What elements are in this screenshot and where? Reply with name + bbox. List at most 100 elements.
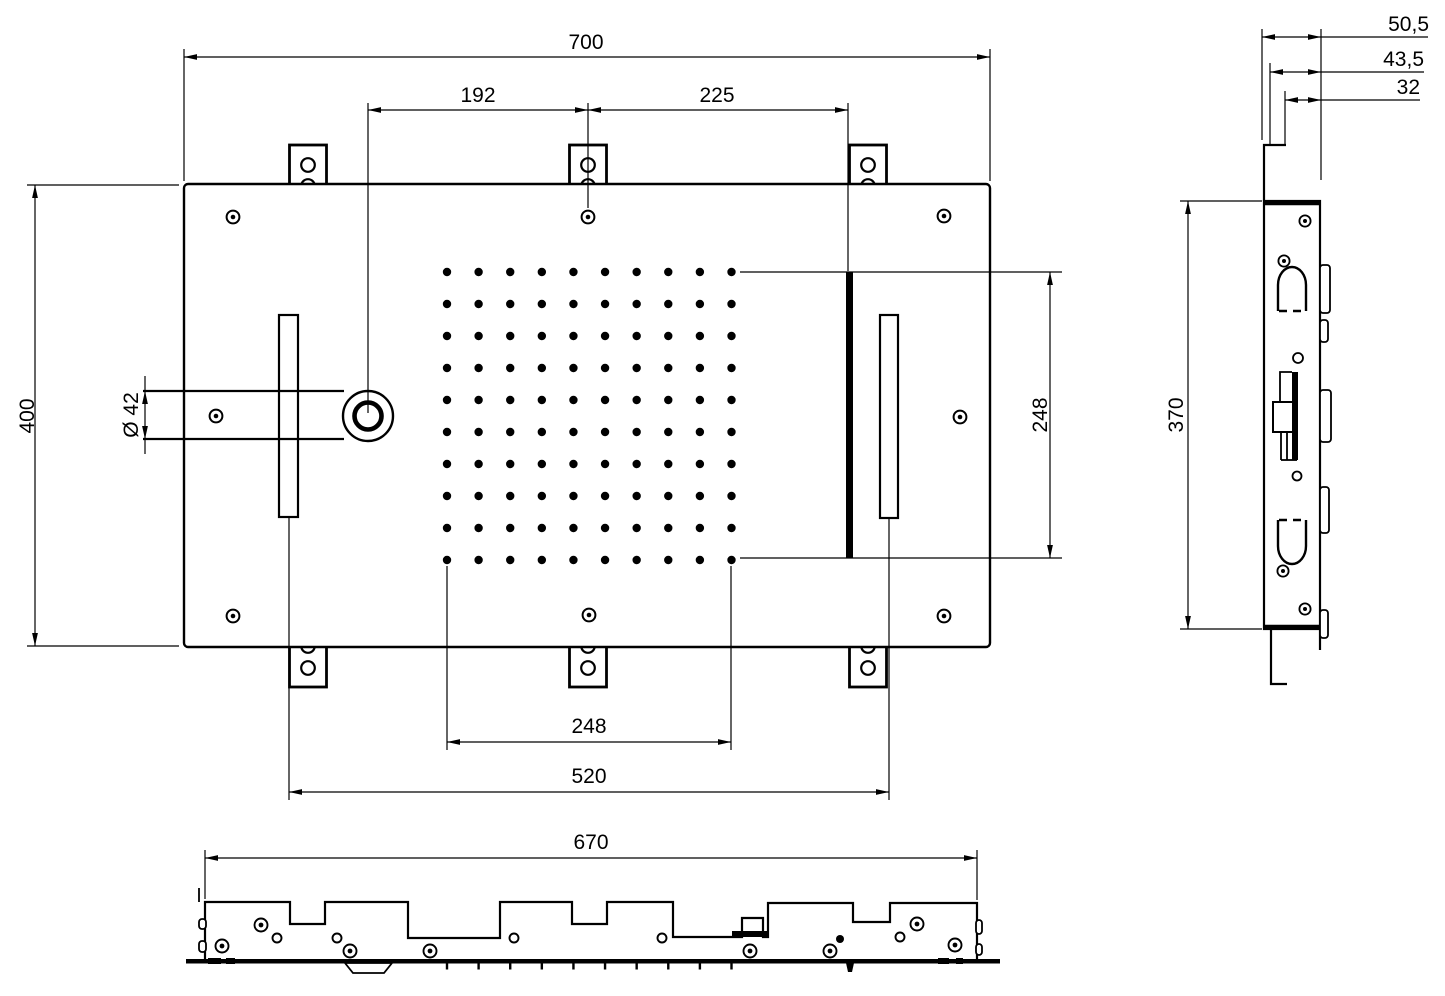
spray-nozzle-dot — [537, 331, 547, 341]
spray-nozzle-dot — [695, 331, 705, 341]
dim-label-inlet-diameter: Ø 42 — [120, 392, 143, 438]
side-screw-dot — [1282, 259, 1286, 263]
spray-nozzle-dot — [600, 491, 610, 501]
spray-nozzle-dot — [727, 395, 736, 405]
screw-target-dot — [213, 413, 219, 419]
dimension-arrowhead — [205, 855, 218, 861]
spray-nozzle-dot — [632, 363, 641, 373]
spray-nozzle-dot — [727, 555, 736, 565]
spray-nozzle-dot — [442, 523, 452, 533]
keyhole-slot-top — [1276, 265, 1308, 311]
spray-nozzle-dot — [695, 491, 705, 501]
top-hook-bracket — [1262, 143, 1286, 201]
spray-nozzle-dot — [695, 459, 705, 469]
spray-nozzle-dot — [632, 523, 641, 533]
spray-nozzle-dot — [569, 555, 578, 565]
plan-view — [143, 143, 992, 689]
spray-nozzle-dot — [537, 427, 547, 437]
dimension-annotations: 700 192 225 400 Ø 42 248 248 520 670 370… — [16, 13, 1429, 900]
spray-nozzle-dot — [506, 555, 515, 565]
nozzle-tick — [603, 963, 607, 970]
spray-nozzle-dot — [664, 363, 673, 373]
spray-nozzle-dot — [600, 331, 610, 341]
frame-right-bump-1 — [975, 919, 983, 935]
spray-nozzle-dot — [569, 363, 578, 373]
spray-nozzle-dot — [632, 395, 641, 405]
spray-nozzle-dot — [600, 299, 610, 309]
spray-nozzle-dot — [695, 555, 705, 565]
spray-nozzle-dot — [727, 491, 736, 501]
spray-nozzle-dot — [569, 331, 578, 341]
frame-left-bump-1 — [198, 918, 207, 930]
spray-nozzle-dot — [569, 523, 578, 533]
dimension-arrowhead — [289, 789, 302, 795]
screw-target-dot — [585, 214, 591, 220]
dimension-arrowhead — [32, 185, 38, 198]
spray-nozzle-dot — [569, 491, 578, 501]
spray-nozzle-dot — [569, 459, 578, 469]
frame-bracket-profile — [203, 900, 979, 959]
spray-nozzle-dot — [600, 459, 610, 469]
bracket-hole — [331, 932, 343, 944]
screw-target-dot — [230, 613, 236, 619]
spray-nozzle-dot — [695, 427, 705, 437]
dimension-arrowhead — [1047, 545, 1053, 558]
screw-target-dot — [586, 612, 592, 618]
tab-hole — [860, 157, 876, 173]
nozzle-tick — [572, 963, 575, 970]
spray-nozzle-dot — [600, 395, 610, 405]
side-screw-dot — [1303, 219, 1307, 223]
spray-nozzle-grid — [442, 267, 736, 565]
spray-nozzle-dot — [727, 331, 736, 341]
spray-nozzle-dot — [474, 523, 483, 533]
bracket-hole — [271, 932, 283, 944]
spray-nozzle-dot — [537, 459, 547, 469]
spray-nozzle-dot — [474, 459, 483, 469]
spray-nozzle-dot — [664, 299, 673, 309]
spray-nozzle-dot — [632, 459, 641, 469]
spray-nozzle-dot — [442, 267, 452, 277]
spray-nozzle-dot — [442, 491, 452, 501]
rivet-dot — [219, 943, 225, 949]
spray-nozzle-dot — [664, 491, 673, 501]
spray-nozzle-dot — [506, 459, 515, 469]
plate-dash — [956, 958, 963, 964]
side-rail-segment — [1319, 486, 1330, 534]
dimension-arrowhead — [1262, 34, 1275, 40]
dimension-arrowhead — [1270, 69, 1283, 75]
spray-nozzle-dot — [727, 427, 736, 437]
spray-nozzle-dot — [569, 395, 578, 405]
nozzle-tick — [667, 963, 670, 970]
spray-nozzle-dot — [474, 427, 483, 437]
bracket-hole — [894, 931, 906, 943]
side-elbow-box — [1272, 401, 1294, 433]
rivet-dot — [747, 948, 753, 954]
dimension-lines — [34, 36, 1428, 859]
spray-nozzle-dot — [537, 555, 547, 565]
spray-nozzle-dot — [474, 267, 483, 277]
spray-nozzle-dot — [506, 331, 515, 341]
nozzle-tick — [509, 963, 512, 970]
dim-label-spray-width: 248 — [571, 715, 606, 738]
spray-nozzle-dot — [537, 299, 547, 309]
spray-nozzle-dot — [442, 363, 452, 373]
dim-label-diverter-offset: 225 — [699, 84, 734, 107]
spray-nozzle-dot — [632, 427, 641, 437]
screw-target-dot — [230, 214, 236, 220]
dim-label-depth-total: 50,5 — [1388, 13, 1429, 36]
spray-nozzle-dot — [442, 331, 452, 341]
dimension-arrowhead — [718, 739, 731, 745]
dim-label-depth-mid: 43,5 — [1383, 48, 1424, 71]
spray-nozzle-dot — [442, 299, 452, 309]
dim-label-side-height: 370 — [1165, 397, 1188, 432]
bottom-view — [186, 888, 1000, 974]
plate-dash — [226, 958, 235, 964]
spray-nozzle-dot — [727, 299, 736, 309]
spray-nozzle-dot — [695, 267, 705, 277]
nozzle-tick — [730, 963, 733, 970]
side-hole — [1291, 470, 1303, 482]
spray-nozzle-dot — [632, 331, 641, 341]
spray-nozzle-dot — [664, 395, 673, 405]
side-rail-segment — [1319, 609, 1329, 639]
dimension-arrowhead — [1185, 201, 1191, 214]
